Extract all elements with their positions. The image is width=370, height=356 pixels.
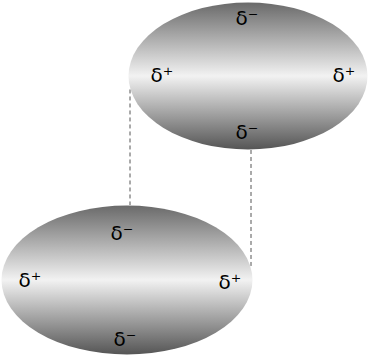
partial-charge: δ⁻ [236, 121, 259, 143]
partial-charge: δ⁺ [333, 64, 356, 86]
partial-charge: δ⁺ [19, 269, 42, 291]
ellipse-shape [2, 206, 253, 355]
partial-charge: δ⁺ [219, 271, 242, 293]
molecule-ellipse: δ⁻ δ⁺ δ⁺ δ⁻ [128, 2, 368, 150]
dashed-attraction-line [130, 89, 131, 205]
partial-charge: δ⁻ [111, 222, 134, 244]
partial-charge: δ⁺ [151, 64, 174, 86]
partial-charge: δ⁻ [114, 328, 137, 350]
partial-charge: δ⁻ [236, 7, 259, 29]
dashed-attraction-line [251, 150, 252, 267]
molecule-ellipse: δ⁻ δ⁺ δ⁺ δ⁻ [1, 205, 253, 355]
ellipse-shape [129, 3, 368, 150]
